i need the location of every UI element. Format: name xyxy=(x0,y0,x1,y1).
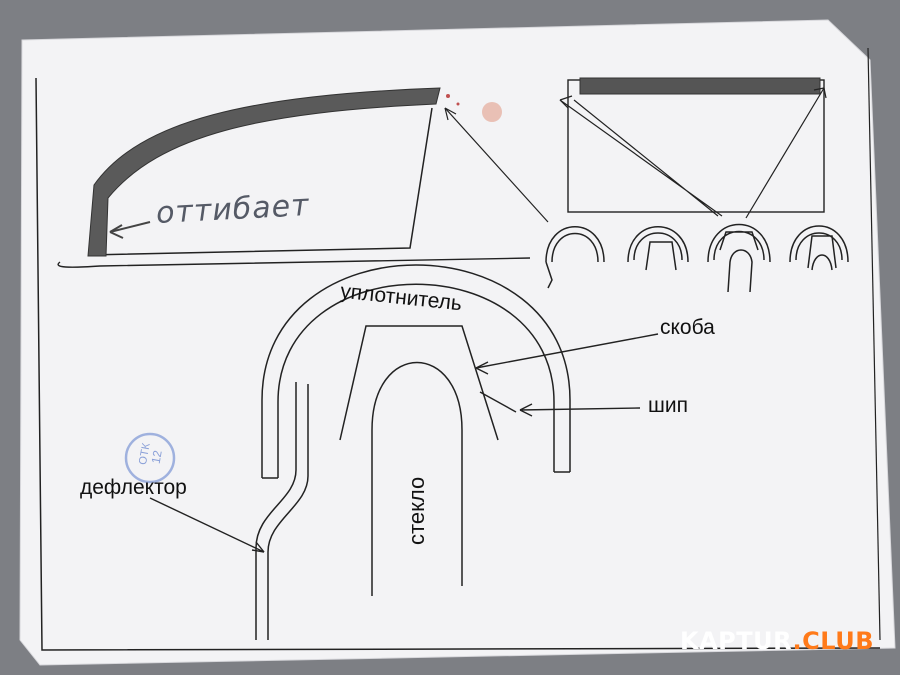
profile-3 xyxy=(707,223,771,293)
window-deflector-sketch xyxy=(57,87,531,268)
bracket-leader xyxy=(475,333,659,369)
border-right xyxy=(867,47,881,641)
paper-background xyxy=(19,19,896,666)
glass-label: стекло xyxy=(404,476,429,545)
section-bar xyxy=(579,77,821,95)
window-outline xyxy=(87,107,433,256)
seal-arc-outer xyxy=(261,264,571,478)
watermark-brand: KAPTUR xyxy=(680,627,793,655)
bend-arrow xyxy=(109,221,151,233)
bottom-guide-line xyxy=(57,257,531,268)
profile-2 xyxy=(627,226,689,271)
bracket-label: скоба xyxy=(660,316,715,339)
site-watermark: KAPTUR.CLUB xyxy=(680,627,874,655)
deflector-shaded xyxy=(87,87,441,257)
bracket-shape xyxy=(339,325,499,441)
main-section-diagram xyxy=(149,264,659,640)
spike-label: шип xyxy=(648,394,688,417)
profile-1 xyxy=(545,226,605,289)
watermark-suffix: .CLUB xyxy=(792,627,874,655)
profile-4 xyxy=(789,225,849,271)
inspection-stamp xyxy=(124,432,176,484)
spike-leader xyxy=(519,407,641,411)
deflector-label: дефлектор xyxy=(80,476,187,499)
border-line xyxy=(35,77,881,651)
stamp-text-bottom: 12 xyxy=(148,449,165,465)
deflector-line-inner xyxy=(267,384,309,640)
deflector-leader xyxy=(149,497,265,553)
glass-shape xyxy=(371,361,463,596)
stain xyxy=(482,102,502,122)
section-box-sketch xyxy=(444,77,827,223)
spike-tip xyxy=(479,391,517,413)
profile-icons xyxy=(545,223,849,293)
